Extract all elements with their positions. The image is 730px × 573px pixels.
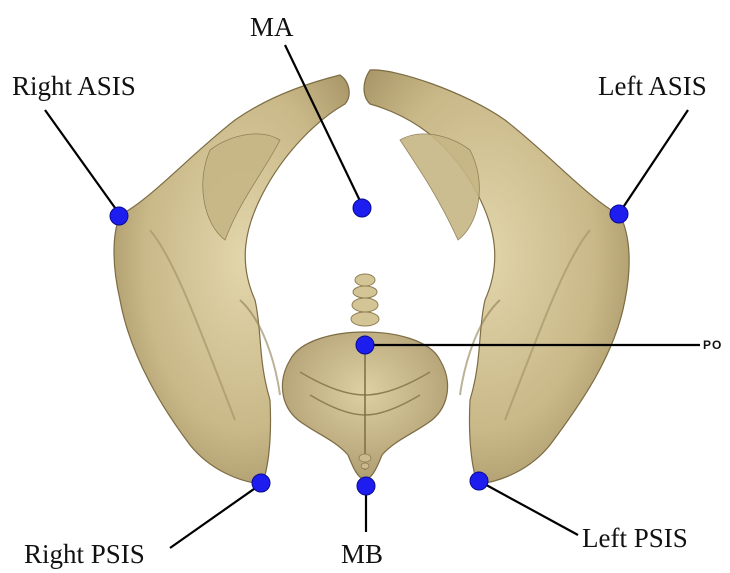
label-ma: MA [250,14,294,41]
marker-mb [357,477,375,495]
vertebrae [351,274,379,326]
marker-left-asis [610,205,628,223]
label-mb: MB [341,541,383,568]
label-left-psis: Left PSIS [582,525,688,552]
label-po: PO [703,339,722,351]
marker-left-psis [470,472,488,490]
leader-line-left-asis [620,110,688,212]
leader-line-left-psis [479,481,578,535]
marker-right-psis [252,474,270,492]
marker-right-asis [110,207,128,225]
label-left-asis: Left ASIS [598,73,707,100]
leader-line-right-psis [170,484,261,548]
label-right-asis: Right ASIS [12,73,136,100]
marker-po [356,336,374,354]
leader-line-right-asis [45,110,118,212]
marker-ma [353,199,371,217]
label-right-psis: Right PSIS [24,541,145,568]
